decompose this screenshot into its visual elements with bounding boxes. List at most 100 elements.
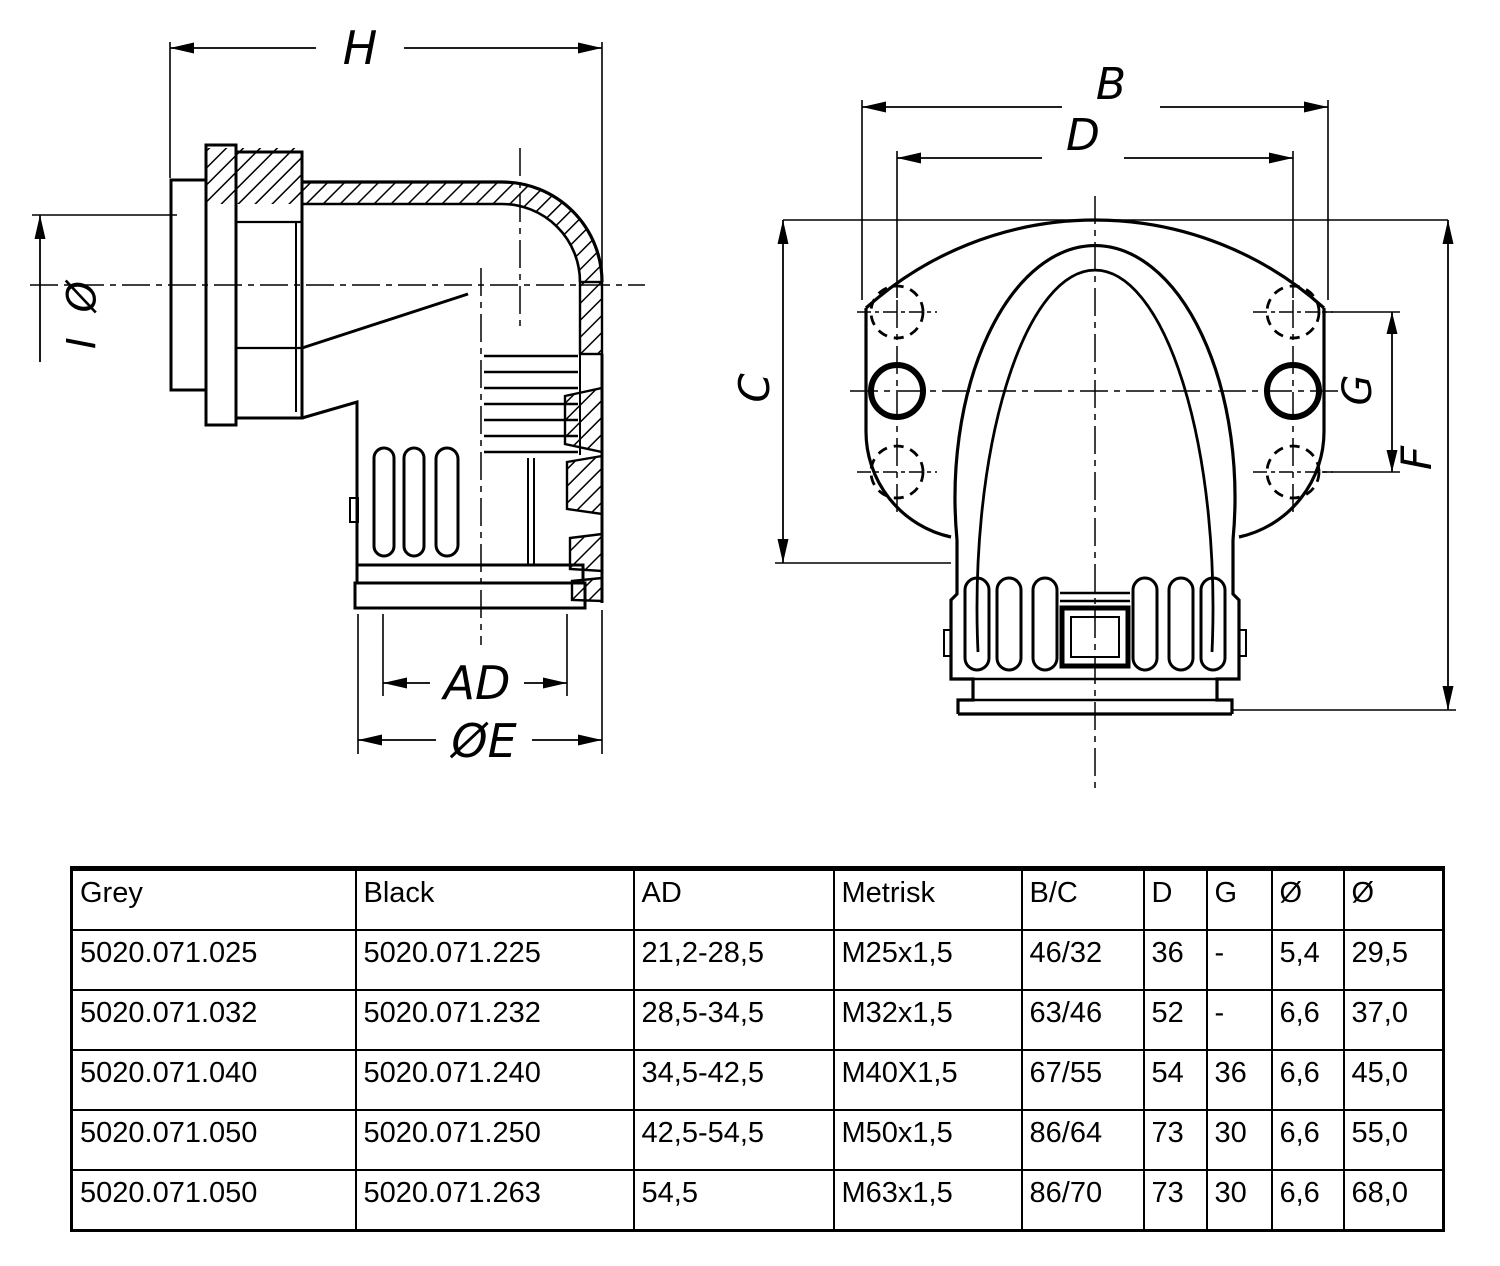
- base-plate: [353, 581, 587, 610]
- table-cell: 5020.071.263: [354, 1169, 635, 1232]
- col-header-1: Black: [354, 867, 635, 931]
- table-cell: 30: [1205, 1169, 1273, 1232]
- table-cell: 68,0: [1342, 1169, 1445, 1232]
- dimension-d: D: [896, 110, 1294, 298]
- neck-left-edge: [949, 540, 975, 714]
- col-header-2: AD: [632, 867, 835, 931]
- table-cell: 5020.071.240: [354, 1049, 635, 1111]
- dim-label-diameter-i: Ø I: [56, 279, 102, 355]
- table-cell: 34,5-42,5: [632, 1049, 835, 1111]
- table-cell: 45,0: [1342, 1049, 1445, 1111]
- dim-label-ad: AD: [441, 656, 511, 710]
- centerlines-side: [30, 148, 645, 645]
- table-cell: 6,6: [1270, 989, 1345, 1051]
- table-cell: 54: [1142, 1049, 1208, 1111]
- table-cell: 5020.071.032: [70, 989, 357, 1051]
- col-header-0: Grey: [70, 867, 357, 931]
- table-cell: 30: [1205, 1109, 1273, 1171]
- dim-label-diameter-e: ØE: [449, 714, 516, 768]
- table-cell: 6,6: [1270, 1169, 1345, 1232]
- dimension-b: B: [861, 59, 1329, 300]
- lower-body-left-edge: [301, 400, 359, 565]
- dimension-ad: AD: [382, 614, 568, 710]
- table-cell: 52: [1142, 989, 1208, 1051]
- dimension-f: F: [1232, 220, 1456, 711]
- col-header-6: G: [1205, 867, 1273, 931]
- elbow-outer-wall: [302, 180, 604, 283]
- table-cell: 5020.071.250: [354, 1109, 635, 1171]
- table-cell: 36: [1205, 1049, 1273, 1111]
- table-cell: M50x1,5: [832, 1109, 1023, 1171]
- dimension-diameter-i: Ø I: [32, 214, 177, 362]
- table-cell: 37,0: [1342, 989, 1445, 1051]
- table-cell: 5020.071.050: [70, 1109, 357, 1171]
- grip-slots-front: [963, 576, 1227, 672]
- flange-left-edge: [864, 308, 952, 539]
- table-cell: M25x1,5: [832, 929, 1023, 991]
- table-cell: 5020.071.040: [70, 1049, 357, 1111]
- table-cell: 21,2-28,5: [632, 929, 835, 991]
- table-cell: 5020.071.025: [70, 929, 357, 991]
- dimension-h: H: [169, 21, 603, 278]
- col-header-3: Metrisk: [832, 867, 1023, 931]
- table-cell: 36: [1142, 929, 1208, 991]
- cone-edge: [301, 292, 469, 350]
- table-cell: 42,5-54,5: [632, 1109, 835, 1171]
- gland-thread-sections: [563, 386, 604, 603]
- table-cell: 6,6: [1270, 1049, 1345, 1111]
- dimension-diameter-e: ØE: [357, 610, 603, 768]
- front-view-drawing: B D C F: [730, 59, 1456, 788]
- table-cell: 29,5: [1342, 929, 1445, 991]
- col-header-4: B/C: [1020, 867, 1145, 931]
- neck-right-edge: [1215, 540, 1241, 714]
- dim-label-h: H: [343, 21, 378, 75]
- table-cell: M40X1,5: [832, 1049, 1023, 1111]
- grip-slots-side: [372, 446, 460, 558]
- table-cell: 73: [1142, 1169, 1208, 1232]
- dim-label-g: G: [1335, 375, 1381, 406]
- table-cell: 28,5-34,5: [632, 989, 835, 1051]
- table-cell: 5020.071.050: [70, 1169, 357, 1232]
- centerlines-front: [850, 196, 1345, 788]
- dim-label-d: D: [1066, 110, 1100, 161]
- table-cell: 86/70: [1020, 1169, 1145, 1232]
- dimension-c: C: [730, 220, 951, 564]
- dimension-g: G: [1322, 311, 1400, 473]
- table-cell: M63x1,5: [832, 1169, 1023, 1232]
- table-cell: 73: [1142, 1109, 1208, 1171]
- table-cell: 63/46: [1020, 989, 1145, 1051]
- table-cell: 54,5: [632, 1169, 835, 1232]
- elbow-inner-wall: [302, 202, 582, 283]
- flange-right-edge: [1238, 308, 1326, 539]
- side-view-drawing: H Ø I: [30, 21, 645, 768]
- table-cell: 6,6: [1270, 1109, 1345, 1171]
- col-header-5: D: [1142, 867, 1208, 931]
- dim-label-b: B: [1096, 59, 1126, 110]
- table-cell: M32x1,5: [832, 989, 1023, 1051]
- table-cell: 86/64: [1020, 1109, 1145, 1171]
- table-cell: 46/32: [1020, 929, 1145, 991]
- col-header-8: Ø: [1342, 867, 1445, 931]
- dim-label-f: F: [1392, 445, 1441, 470]
- table-cell: 5020.071.232: [354, 989, 635, 1051]
- flange-hatching: [206, 148, 302, 204]
- thread-ribs: [484, 354, 578, 454]
- table-cell: -: [1205, 989, 1273, 1051]
- table-cell: 5,4: [1270, 929, 1345, 991]
- col-header-7: Ø: [1270, 867, 1345, 931]
- right-wall-hatched: [578, 280, 604, 356]
- table-cell: 5020.071.225: [354, 929, 635, 991]
- base-step: [355, 563, 585, 585]
- dim-label-c: C: [730, 373, 779, 403]
- table-cell: 55,0: [1342, 1109, 1445, 1171]
